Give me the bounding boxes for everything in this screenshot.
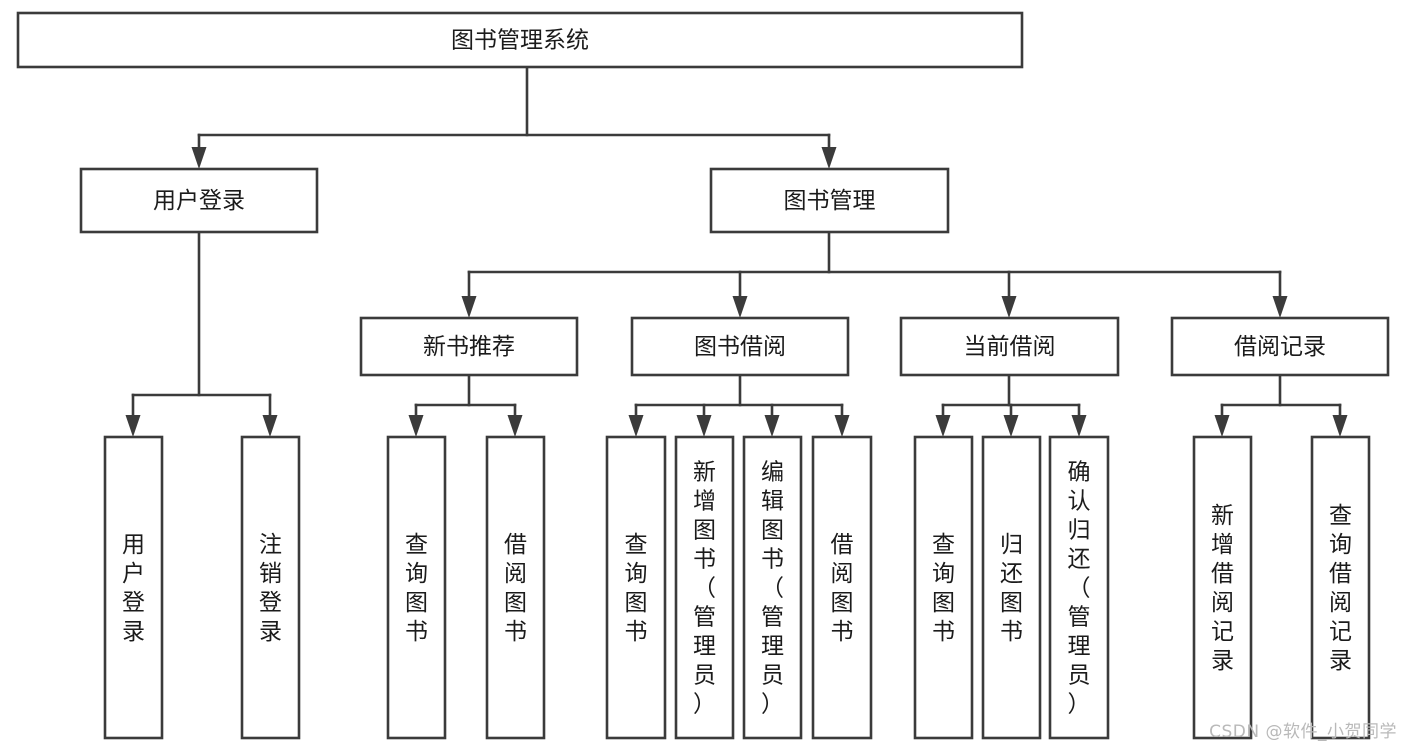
arrow-head-icon (191, 147, 207, 169)
node-box-level2[interactable] (709, 167, 950, 234)
node-l2-1[interactable]: 图书管理 (709, 167, 950, 234)
arrow-head-icon (125, 415, 141, 437)
connector-c-l3-2-leaves (935, 373, 1087, 437)
node-box-level3[interactable] (1170, 316, 1390, 377)
node-l3-3[interactable]: 借阅记录 (1170, 316, 1390, 377)
node-l3-2[interactable]: 当前借阅 (899, 316, 1120, 377)
node-label: 查询图书 (405, 532, 428, 645)
arrow-head-icon (1272, 296, 1288, 318)
node-label: 借阅图书 (831, 532, 854, 645)
arrow-head-icon (1214, 415, 1230, 437)
node-leaf-10[interactable]: 确认归还（管理员） (1048, 435, 1110, 740)
node-box-leaf[interactable] (386, 435, 447, 740)
node-box-leaf[interactable] (1192, 435, 1253, 740)
node-leaf-3[interactable]: 借阅图书 (485, 435, 546, 740)
node-leaf-1[interactable]: 注销登录 (240, 435, 301, 740)
node-box-level3[interactable] (359, 316, 579, 377)
node-box-leaf[interactable] (742, 435, 803, 740)
arrow-head-icon (1332, 415, 1348, 437)
node-leaf-0[interactable]: 用户登录 (103, 435, 164, 740)
arrow-head-icon (1001, 296, 1017, 318)
node-box-leaf[interactable] (1048, 435, 1110, 740)
node-leaf-8[interactable]: 查询图书 (913, 435, 974, 740)
arrow-head-icon (834, 415, 850, 437)
node-box-leaf[interactable] (811, 435, 873, 740)
arrow-head-icon (696, 415, 712, 437)
node-label: 借阅记录 (1234, 334, 1326, 360)
node-box-level3[interactable] (630, 316, 850, 377)
node-label: 新增图书（管理员） (693, 460, 716, 718)
node-label: 注销登录 (259, 532, 282, 645)
node-box-level3[interactable] (899, 316, 1120, 377)
node-box-root[interactable] (16, 11, 1024, 69)
arrow-head-icon (507, 415, 523, 437)
node-leaf-9[interactable]: 归还图书 (981, 435, 1042, 740)
arrow-head-icon (262, 415, 278, 437)
node-box-leaf[interactable] (981, 435, 1042, 740)
arrow-head-icon (408, 415, 424, 437)
node-label: 查询图书 (625, 532, 648, 645)
connector-c-l3-1-leaves (628, 373, 850, 437)
node-leaf-5[interactable]: 新增图书（管理员） (674, 435, 735, 740)
node-label: 查询图书 (932, 532, 955, 645)
connector-c-l3-3-leaves (1214, 373, 1348, 437)
node-leaf-11[interactable]: 新增借阅记录 (1192, 435, 1253, 740)
node-l2-0[interactable]: 用户登录 (79, 167, 319, 234)
connectors-layer (125, 65, 1348, 437)
arrow-head-icon (935, 415, 951, 437)
arrow-head-icon (628, 415, 644, 437)
node-root[interactable]: 图书管理系统 (16, 11, 1024, 69)
node-leaf-12[interactable]: 查询借阅记录 (1310, 435, 1371, 740)
node-label: 归还图书 (1000, 532, 1023, 645)
node-label: 新增借阅记录 (1211, 503, 1234, 674)
node-box-leaf[interactable] (605, 435, 667, 740)
node-box-leaf[interactable] (240, 435, 301, 740)
node-label: 用户登录 (153, 188, 245, 214)
node-leaf-7[interactable]: 借阅图书 (811, 435, 873, 740)
connector-c-l2-1-l3 (461, 230, 1288, 318)
node-box-leaf[interactable] (913, 435, 974, 740)
node-l3-1[interactable]: 图书借阅 (630, 316, 850, 377)
arrow-head-icon (732, 296, 748, 318)
node-label: 当前借阅 (964, 334, 1056, 360)
node-label: 借阅图书 (504, 532, 527, 645)
connector-c-l2-0-leaves (125, 230, 278, 437)
node-box-level2[interactable] (79, 167, 319, 234)
node-box-leaf[interactable] (1310, 435, 1371, 740)
node-box-leaf[interactable] (485, 435, 546, 740)
connector-c-root-l2 (191, 65, 837, 169)
watermark-label: CSDN @软件_小贺同学 (1209, 722, 1397, 742)
nodes-layer: 图书管理系统用户登录图书管理新书推荐图书借阅当前借阅借阅记录用户登录注销登录查询… (16, 11, 1390, 740)
connector-c-l3-0-leaves (408, 373, 523, 437)
node-l3-0[interactable]: 新书推荐 (359, 316, 579, 377)
node-leaf-2[interactable]: 查询图书 (386, 435, 447, 740)
node-label: 新书推荐 (423, 334, 515, 360)
node-box-leaf[interactable] (674, 435, 735, 740)
node-label: 图书管理系统 (451, 28, 589, 54)
node-box-leaf[interactable] (103, 435, 164, 740)
node-label: 确认归还（管理员） (1068, 460, 1091, 718)
node-label: 查询借阅记录 (1329, 503, 1352, 674)
arrow-head-icon (461, 296, 477, 318)
arrow-head-icon (1071, 415, 1087, 437)
arrow-head-icon (821, 147, 837, 169)
arrow-head-icon (764, 415, 780, 437)
arrow-head-icon (1003, 415, 1019, 437)
node-label: 图书借阅 (694, 334, 786, 360)
node-label: 编辑图书（管理员） (761, 460, 784, 718)
node-label: 用户登录 (122, 532, 145, 645)
node-leaf-4[interactable]: 查询图书 (605, 435, 667, 740)
node-label: 图书管理 (784, 188, 876, 214)
node-leaf-6[interactable]: 编辑图书（管理员） (742, 435, 803, 740)
